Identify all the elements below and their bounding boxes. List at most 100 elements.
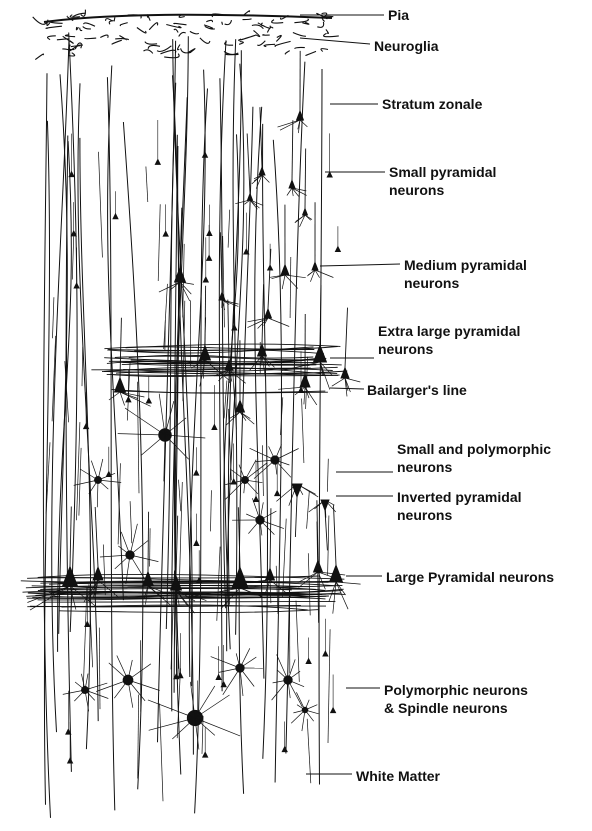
label-line: neurons: [389, 181, 496, 199]
pyramidal-neuron: [270, 205, 306, 290]
fiber-segment: [328, 516, 329, 576]
small-neuron: [203, 117, 208, 158]
leader-line: [300, 38, 370, 44]
glial-fiber: [285, 51, 289, 55]
glial-fiber: [178, 45, 180, 50]
fiber-segment: [99, 152, 103, 258]
glial-fiber: [83, 27, 91, 29]
fiber-segment: [283, 519, 287, 598]
glial-fiber: [65, 35, 75, 37]
polymorphic-neuron: [291, 692, 318, 731]
glial-fiber: [257, 41, 265, 46]
fiber-segment: [99, 628, 100, 710]
glial-fiber: [222, 22, 223, 25]
glial-fiber: [326, 29, 329, 33]
glial-fiber: [239, 42, 243, 45]
fiber: [158, 41, 176, 743]
fiber-segment: [211, 490, 212, 531]
glial-fiber: [243, 19, 252, 20]
label-line: Medium pyramidal: [404, 256, 527, 274]
label-line: Polymorphic neurons: [384, 681, 528, 699]
fiber-segment: [296, 601, 299, 682]
small-neuron: [323, 619, 328, 656]
glial-fiber: [188, 49, 195, 53]
label-neuroglia: Neuroglia: [374, 37, 439, 55]
fiber-segment: [79, 448, 81, 516]
fiber-segment: [228, 210, 230, 248]
fiber: [80, 138, 91, 749]
glial-fiber: [120, 23, 128, 26]
label-large-pyramidal-neurons: Large Pyramidal neurons: [386, 568, 554, 586]
glial-fiber: [164, 54, 179, 58]
glial-fiber: [63, 36, 74, 43]
small-neuron: [203, 728, 208, 758]
fiber: [233, 39, 237, 635]
fiber: [107, 77, 114, 810]
small-neuron: [194, 514, 199, 546]
label-line: Neuroglia: [374, 37, 439, 55]
glial-fiber: [166, 25, 181, 28]
fiber-segment: [83, 587, 87, 694]
glial-fiber: [294, 19, 308, 23]
glial-fiber: [145, 42, 157, 45]
glial-fiber: [190, 31, 199, 33]
label-line: Large Pyramidal neurons: [386, 568, 554, 586]
label-line: Small and polymorphic: [397, 440, 551, 458]
glial-fiber: [149, 23, 157, 30]
pyramidal-neuron: [307, 202, 333, 282]
fiber-segment: [302, 399, 304, 464]
fiber: [239, 107, 253, 794]
glial-fiber: [306, 51, 316, 55]
glial-fiber: [46, 26, 62, 28]
glial-fiber: [181, 48, 192, 52]
pia-neuroglia-tangle: [33, 10, 339, 60]
small-neuron: [146, 376, 151, 403]
fiber: [69, 33, 77, 633]
fiber-segment: [328, 629, 330, 743]
small-neuron: [335, 226, 340, 251]
glial-fiber: [200, 38, 210, 43]
small-neuron: [74, 248, 79, 289]
glial-fiber: [317, 22, 323, 27]
inverted-pyramidal-neuron: [276, 484, 318, 537]
label-white-matter: White Matter: [356, 767, 440, 785]
glial-fiber: [112, 40, 122, 44]
fiber-segment: [146, 167, 148, 203]
glial-fiber: [295, 47, 305, 48]
label-line: & Spindle neurons: [384, 699, 528, 717]
glial-fiber: [119, 36, 126, 41]
label-line: neurons: [397, 506, 522, 524]
glial-fiber: [244, 11, 250, 15]
small-neuron: [275, 464, 280, 496]
glial-fiber: [148, 45, 160, 48]
label-pia: Pia: [388, 6, 409, 24]
fiber-segment: [150, 528, 151, 566]
glial-fiber: [275, 41, 291, 46]
glial-fiber: [80, 28, 83, 31]
glial-fiber: [114, 17, 115, 21]
small-neuron: [268, 244, 273, 270]
glial-fiber: [264, 44, 275, 46]
polymorphic-neuron: [250, 445, 299, 479]
glial-fiber: [174, 23, 187, 24]
fiber: [123, 122, 143, 789]
label-line: Pia: [388, 6, 409, 24]
small-neuron: [194, 447, 199, 475]
fiber-segment: [307, 491, 310, 529]
label-line: neurons: [378, 340, 520, 358]
label-small-pyramidal-neurons: Small pyramidal neurons: [389, 163, 496, 199]
inverted-pyramidal-neuron: [309, 500, 336, 550]
fiber-segment: [327, 459, 328, 492]
small-neuron: [212, 385, 217, 430]
horizontal-fiber: [42, 601, 336, 602]
polymorphic-neuron: [96, 656, 160, 708]
label-small-polymorphic-neurons: Small and polymorphic neurons: [397, 440, 551, 476]
label-bailargers-line: Bailarger's line: [367, 381, 467, 399]
pyramidal-neuron: [332, 308, 361, 397]
glial-fiber: [179, 32, 186, 36]
polymorphic-neuron: [148, 682, 240, 750]
pyramidal-neuron: [248, 249, 290, 329]
fiber: [59, 74, 68, 634]
fiber: [319, 69, 322, 785]
